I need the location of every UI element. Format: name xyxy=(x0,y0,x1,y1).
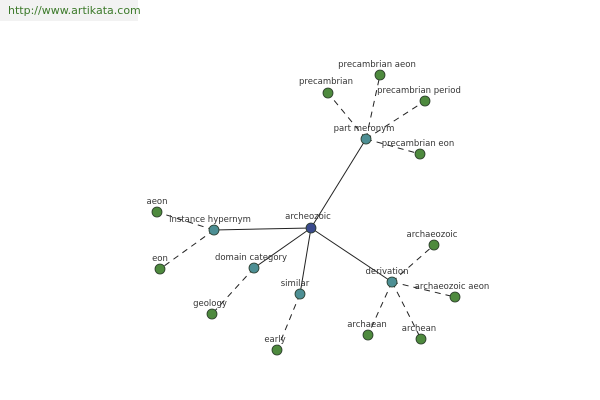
source-url-bar: http://www.artikata.com xyxy=(0,0,141,21)
term-label[interactable]: archaeozoic xyxy=(407,230,458,240)
edge-relation-to-term xyxy=(156,211,215,231)
term-node[interactable] xyxy=(415,333,427,345)
edge-center-to-relation xyxy=(299,227,312,295)
edge-center-to-relation xyxy=(213,227,312,231)
relation-node[interactable] xyxy=(294,288,306,300)
edge-center-to-relation xyxy=(310,227,393,283)
source-url-link[interactable]: http://www.artikata.com xyxy=(8,4,141,17)
edge-relation-to-term xyxy=(391,244,435,283)
relation-node[interactable] xyxy=(248,262,260,274)
term-node[interactable] xyxy=(362,329,374,341)
center-node[interactable] xyxy=(305,222,317,234)
relation-label[interactable]: instance hypernym xyxy=(169,215,251,225)
term-label[interactable]: aeon xyxy=(146,197,167,207)
graph-labels: precambrian aeon precambrian precambrian p… xyxy=(146,60,489,345)
term-node[interactable] xyxy=(206,308,218,320)
term-label[interactable]: archaeozoic aeon xyxy=(415,282,490,292)
term-node[interactable] xyxy=(428,239,440,251)
relation-node[interactable] xyxy=(360,133,372,145)
term-label[interactable]: archean xyxy=(402,324,436,334)
edge-center-to-relation xyxy=(310,138,367,229)
center-label[interactable]: archeozoic xyxy=(285,212,331,222)
relation-node[interactable] xyxy=(208,224,220,236)
edge-relation-to-term xyxy=(367,281,393,336)
term-label[interactable]: early xyxy=(264,335,285,345)
edge-center-to-relation xyxy=(253,227,312,269)
edge-relation-to-term xyxy=(365,100,426,140)
term-node[interactable] xyxy=(449,291,461,303)
term-node[interactable] xyxy=(271,344,283,356)
term-label[interactable]: precambrian eon xyxy=(382,139,454,149)
relation-label[interactable]: similar xyxy=(281,279,310,289)
term-node[interactable] xyxy=(414,148,426,160)
term-label[interactable]: precambrian xyxy=(299,77,353,87)
term-label[interactable]: precambrian aeon xyxy=(338,60,416,70)
term-node[interactable] xyxy=(419,95,431,107)
term-node[interactable] xyxy=(322,87,334,99)
term-label[interactable]: geology xyxy=(193,299,227,309)
graph-nodes xyxy=(151,69,461,356)
relation-label[interactable]: part meronym xyxy=(334,124,395,134)
graph-edges xyxy=(156,74,456,351)
term-label[interactable]: archaean xyxy=(347,320,387,330)
edge-relation-to-term xyxy=(365,138,421,155)
relation-label[interactable]: derivation xyxy=(365,267,408,277)
relation-node[interactable] xyxy=(386,276,398,288)
term-node[interactable] xyxy=(151,206,163,218)
term-node[interactable] xyxy=(154,263,166,275)
term-label[interactable]: eon xyxy=(152,254,168,264)
edge-relation-to-term xyxy=(159,229,215,270)
term-node[interactable] xyxy=(374,69,386,81)
edge-relation-to-term xyxy=(327,92,367,140)
relation-label[interactable]: domain category xyxy=(215,253,287,263)
term-label[interactable]: precambrian period xyxy=(377,86,461,96)
